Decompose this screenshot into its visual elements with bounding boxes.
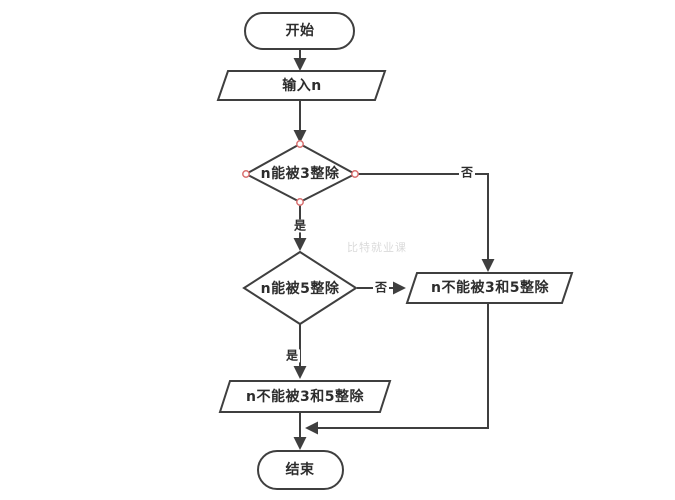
decision3-no-edge-label: 否 <box>458 165 476 180</box>
decision5-node-label: n能被5整除 <box>260 281 340 297</box>
start-terminal-shape <box>244 12 355 50</box>
input-parallelogram-shape <box>216 70 387 101</box>
decision5-yes-edge-label: 是 <box>283 348 301 363</box>
connection-point-top <box>296 140 304 148</box>
output-right-parallelogram-shape <box>405 272 574 304</box>
decision3-connection-points <box>242 140 359 206</box>
start-node-label: 开始 <box>285 23 315 39</box>
end-terminal-shape <box>257 450 344 490</box>
output-bottom-parallelogram-shape <box>218 380 392 413</box>
decision3-node-label: n能被3整除 <box>260 166 340 182</box>
connection-point-left <box>242 170 250 178</box>
edge-output-right-to-merge <box>305 303 489 435</box>
output-right-node-label: n不能被3和5整除 <box>431 280 549 296</box>
decision3-yes-edge-label: 是 <box>291 218 309 233</box>
connection-point-right <box>351 170 359 178</box>
connection-point-bottom <box>296 198 304 206</box>
output-bottom-node-label: n不能被3和5整除 <box>246 389 364 405</box>
input-node-label: 输入n <box>282 78 322 94</box>
end-node-label: 结束 <box>285 462 315 478</box>
edge-decision3-no-to-output-right <box>355 173 495 272</box>
watermark-text: 比特就业课 <box>347 241 407 254</box>
decision5-no-edge-label: 否 <box>372 280 390 295</box>
decision5-diamond-shape <box>242 250 358 326</box>
